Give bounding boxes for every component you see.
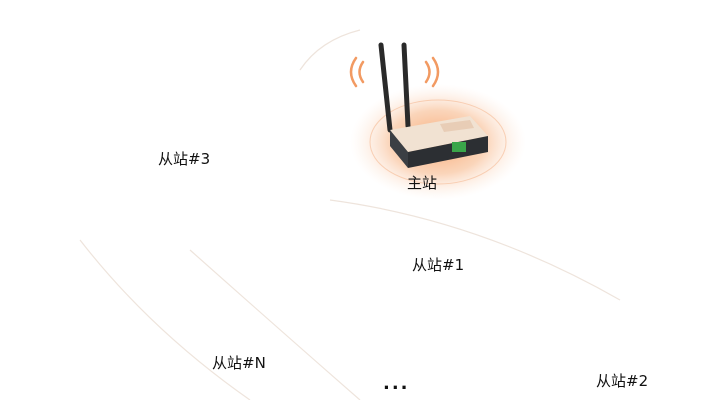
slave3-label: 从站#3 bbox=[158, 150, 211, 168]
range-curve-right bbox=[329, 199, 621, 301]
master-station bbox=[349, 42, 526, 200]
ellipsis-label: ... bbox=[383, 373, 410, 394]
antenna-icon bbox=[378, 42, 411, 133]
wifi-waves-icon bbox=[349, 56, 440, 88]
range-curve-outer bbox=[79, 239, 251, 400]
slave1-label: 从站#1 bbox=[412, 256, 465, 274]
range-curve-upper bbox=[299, 29, 361, 71]
range-curves bbox=[79, 29, 621, 400]
master-label: 主站 bbox=[407, 174, 438, 192]
slaveN-label: 从站#N bbox=[212, 354, 266, 372]
range-curve-mid bbox=[189, 249, 361, 400]
slave2-label: 从站#2 bbox=[596, 372, 649, 390]
master-router bbox=[378, 42, 488, 168]
